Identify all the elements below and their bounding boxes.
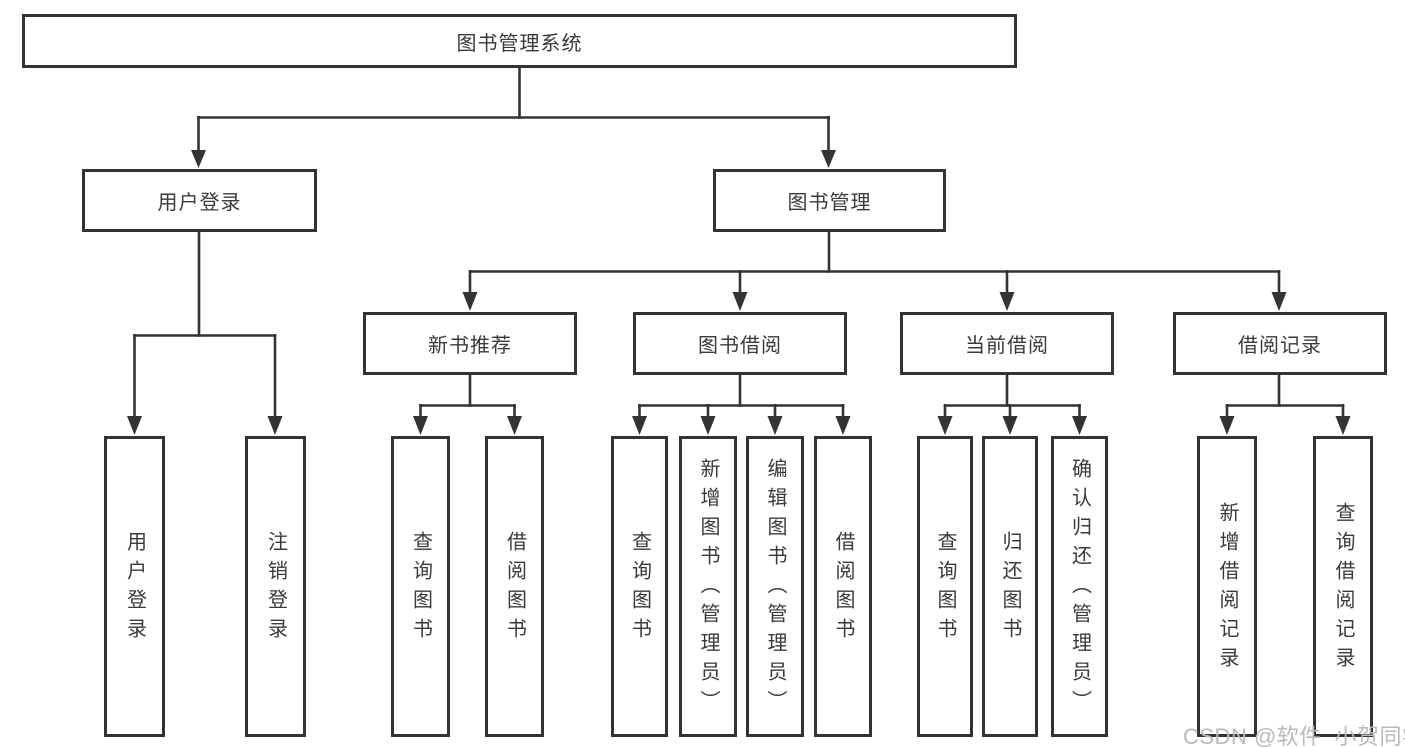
node-borrow-records: 借阅记录	[1173, 312, 1387, 375]
connector-book-borrow-to-leaves	[632, 374, 851, 435]
leaf-confirm-return-admin: 确认归还（管理员）	[1051, 436, 1108, 737]
node-new-book-recommend: 新书推荐	[363, 312, 577, 375]
leaf-borrow-books-2: 借阅图书	[814, 436, 872, 737]
connector-book-management-to-level3	[462, 232, 1287, 311]
connector-new-book-to-leaves	[413, 374, 522, 435]
connector-user-login-to-leaves	[127, 231, 283, 435]
leaf-query-borrow-record: 查询借阅记录	[1313, 436, 1373, 737]
connector-borrow-records-to-leaves	[1219, 374, 1351, 435]
leaf-query-books-3: 查询图书	[917, 436, 973, 737]
node-user-login: 用户登录	[82, 169, 317, 232]
leaf-add-borrow-record: 新增借阅记录	[1197, 436, 1257, 737]
connector-root-to-level2	[191, 67, 836, 168]
node-current-borrow: 当前借阅	[900, 312, 1114, 375]
node-root: 图书管理系统	[22, 14, 1017, 68]
leaf-add-book-admin: 新增图书（管理员）	[679, 436, 737, 737]
leaf-query-books-1: 查询图书	[391, 436, 450, 737]
node-book-management: 图书管理	[713, 169, 946, 232]
leaf-return-books: 归还图书	[982, 436, 1038, 737]
leaf-logout: 注销登录	[245, 436, 306, 737]
leaf-borrow-books-1: 借阅图书	[485, 436, 544, 737]
watermark: CSDN @软件_小贺同学	[1183, 724, 1405, 747]
leaf-edit-book-admin: 编辑图书（管理员）	[746, 436, 804, 737]
connector-current-borrow-to-leaves	[937, 374, 1087, 435]
leaf-query-books-2: 查询图书	[611, 436, 668, 737]
leaf-user-login: 用户登录	[104, 436, 165, 737]
node-book-borrow: 图书借阅	[633, 312, 847, 375]
